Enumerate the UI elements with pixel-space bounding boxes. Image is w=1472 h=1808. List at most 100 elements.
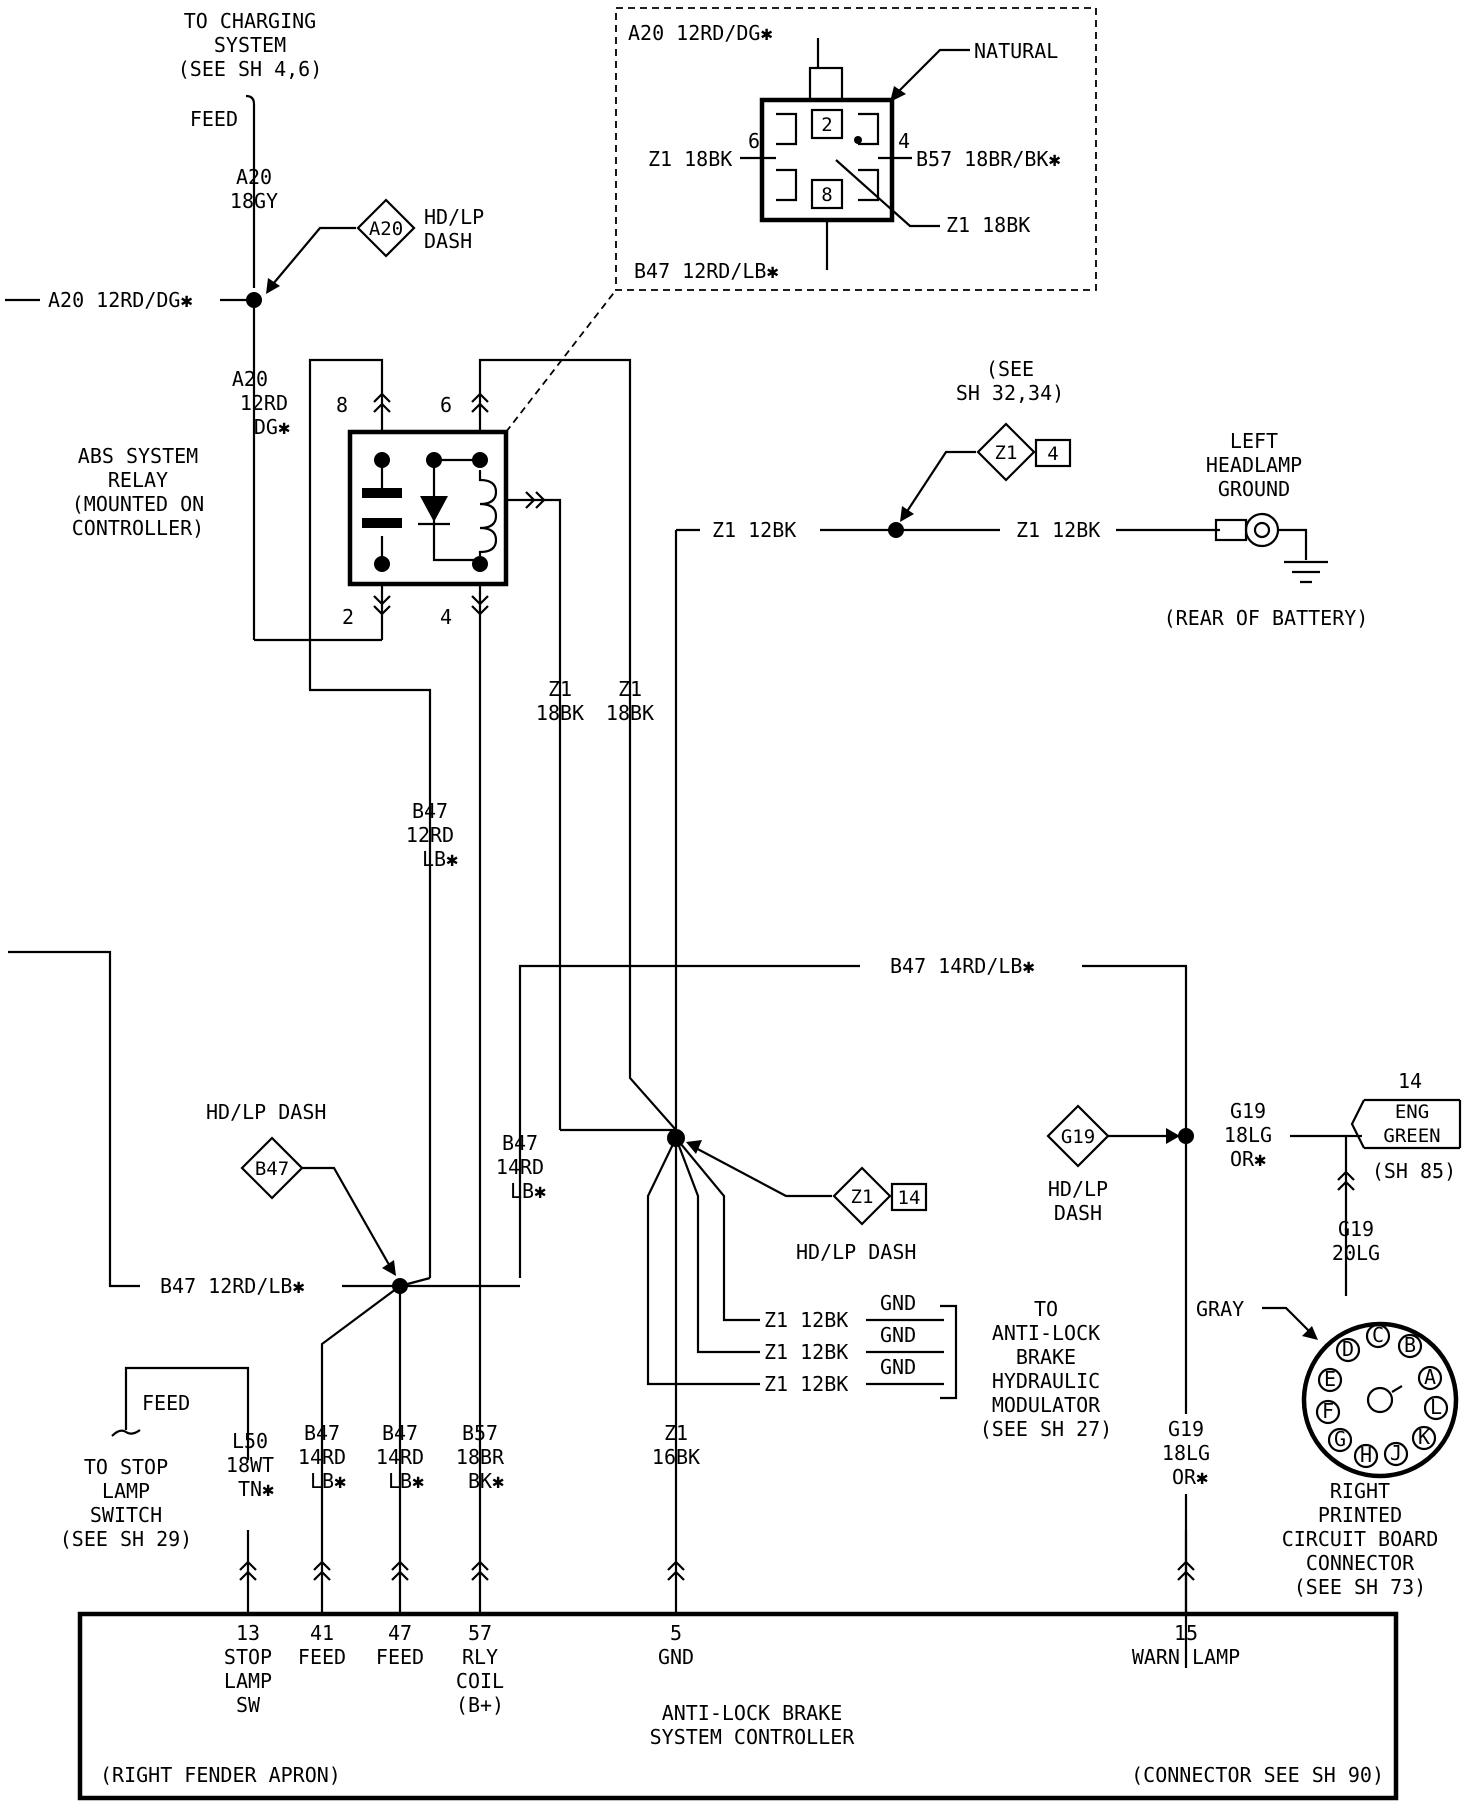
left-headlamp-ground: LEFT HEADLAMP GROUND (REAR OF BATTERY) [1164,429,1369,630]
bottom-label-z1-1: 16BK [652,1445,700,1469]
modulator-line5: MODULATOR [992,1393,1101,1417]
charging-line1: TO CHARGING [184,9,316,33]
z1-see-sh32-ref: (SEE SH 32,34) Z1 4 [956,357,1072,482]
bottom-label-b57-2: BK✱ [468,1469,504,1493]
bottom-label-b47a-1: 14RD [298,1445,346,1469]
controller-pin57-3: (B+) [456,1693,504,1717]
right-connector-label: RIGHT PRINTED CIRCUIT BOARD CONNECTOR (S… [1282,1479,1439,1599]
ground-line4: (REAR OF BATTERY) [1164,606,1369,630]
wire-z1-gnd-1 [675,1137,866,1322]
g19-bottom-code-fg: G19 [1168,1417,1204,1441]
controller-pin57-1: RLY [462,1645,498,1669]
g19-18lg-color: OR✱ [1230,1147,1266,1171]
gray-arrowhead [1302,1326,1318,1340]
g19-diamond [1046,1104,1110,1168]
bottom-label-b47b-2: LB✱ [388,1469,424,1493]
pcb-pin-d [1335,1337,1361,1363]
g19-splice-line2: DASH [1054,1201,1102,1225]
controller-pin41-0: 41 [310,1621,334,1645]
a20-splice-line1: HD/LP [424,205,484,229]
z1-center-diamond [832,1166,892,1226]
pcb-pin-label-l: L [1430,1395,1442,1419]
g19-18lg-code: G19 [1230,1099,1266,1123]
controller-pin57-0: 57 [468,1621,492,1645]
relay-pin4-label: 4 [440,605,452,629]
z1-sh32-box [1034,438,1072,468]
a20-splice-arrow [267,226,356,291]
b47-diamond [240,1136,304,1200]
wire-a20-feed [245,94,256,288]
see-sh32-line2: SH 32,34) [956,381,1064,405]
wire-b47-12rd [308,358,432,1278]
z1-gnd-bracket [940,1304,958,1400]
bottom-label-l50-1: 18WT [226,1453,274,1477]
relay-connector-inset: A20 12RD/DG✱ NATURAL Z1 18BK 6 4 B57 18B… [615,7,1097,291]
b47-14rd-top-label: B47 14RD/LB✱ [890,954,1035,978]
ground-eyelet-ring [1244,512,1280,548]
charging-line3: (SEE SH 4,6) [178,57,323,81]
pcb-pin-label-e: E [1324,1367,1336,1391]
z1-center-diamond-text: Z1 [851,1186,874,1208]
eng-green-box [1350,1098,1462,1150]
controller-pin47-0: 47 [388,1621,412,1645]
z1-12bk-left-label: Z1 12BK [712,518,796,542]
eng-green-ref-label: (SH 85) [1372,1159,1456,1183]
wire-b47-14rd-left [518,964,860,1278]
pcb-pin-label-c: C [1372,1323,1384,1347]
stop-lamp-line1: TO STOP [84,1455,168,1479]
ground-eyelet-crimp [1214,518,1248,542]
relay-ground-terminal [525,491,546,509]
z1-center-box [890,1182,928,1212]
wire-z1-gnd-3 [646,1137,866,1386]
controller-box [77,1611,1399,1801]
inset-pin4-dot [854,136,862,144]
g19-connector [1337,1170,1355,1191]
wire-b47-14rd-right [1082,964,1188,1668]
controller-connectors [239,1560,1195,1581]
rc-line1: RIGHT [1330,1479,1390,1503]
inset-natural-leader [893,48,970,97]
pcb-pin-g [1327,1427,1353,1453]
inset-frame [615,7,1097,291]
b47-splice-arrow [302,1166,393,1271]
ground-line3: GROUND [1218,477,1290,501]
wire-stop-lamp-feed [124,1366,250,1460]
pcb-pin-h [1353,1443,1379,1469]
gray-leader [1262,1306,1315,1337]
z1-12bk-right-label: Z1 12BK [1016,518,1100,542]
z1-splice-arrowhead [686,1140,702,1154]
z1-gnd3-label: GND [880,1355,916,1379]
b47-14rd-vert-code: B47 [502,1131,538,1155]
bottom-wire-labels: L5018WTTN✱B4714RDLB✱B4714RDLB✱B5718BRBK✱… [226,1421,700,1501]
controller-pin15-0: 15 [1174,1621,1198,1645]
inset-cav8-label: 8 [821,184,832,206]
abs-controller: 13STOPLAMPSW41FEED47FEED57RLYCOIL(B+)5GN… [77,1611,1399,1801]
splice-z1-dot [888,522,904,538]
modulator-line6: (SEE SH 27) [980,1417,1112,1441]
inset-b57-label: B57 18BR/BK✱ [916,147,1061,171]
rc-line2: PRINTED [1318,1503,1402,1527]
z1-sh32-box-text: 4 [1047,443,1058,465]
controller-pin13-3: SW [236,1693,261,1717]
pcb-connector-keyway [1391,1385,1403,1393]
controller-pin47-1: FEED [376,1645,424,1669]
stop-lamp-line2: LAMP [102,1479,150,1503]
z1-splice-arrow [691,1145,832,1198]
b47-14rd-vert-gauge: 14RD [496,1155,544,1179]
pcb-connector-shell [1301,1321,1459,1479]
pcb-pin-j [1383,1441,1409,1467]
bottom-label-b47b-1: 14RD [376,1445,424,1469]
a20-left-label: A20 12RD/DG✱ [48,288,193,312]
z1-sh32-diamond-text: Z1 [995,442,1018,464]
modulator-ref: TO ANTI-LOCK BRAKE HYDRAULIC MODULATOR (… [980,1297,1112,1441]
bottom-label-b47b-0: B47 [382,1421,418,1445]
inset-a20-label: A20 12RD/DG✱ [628,21,773,45]
z1-18bk-b-gauge: 18BK [536,701,584,725]
pcb-pin-label-d: D [1342,1337,1354,1361]
bottom-label-z1-0: Z1 [664,1421,688,1445]
z1-sh32-arrowhead [900,506,914,522]
relay-line4: CONTROLLER) [72,516,204,540]
z1-18bk-b-code: Z1 [548,677,572,701]
pcb-pin-f [1315,1399,1341,1425]
